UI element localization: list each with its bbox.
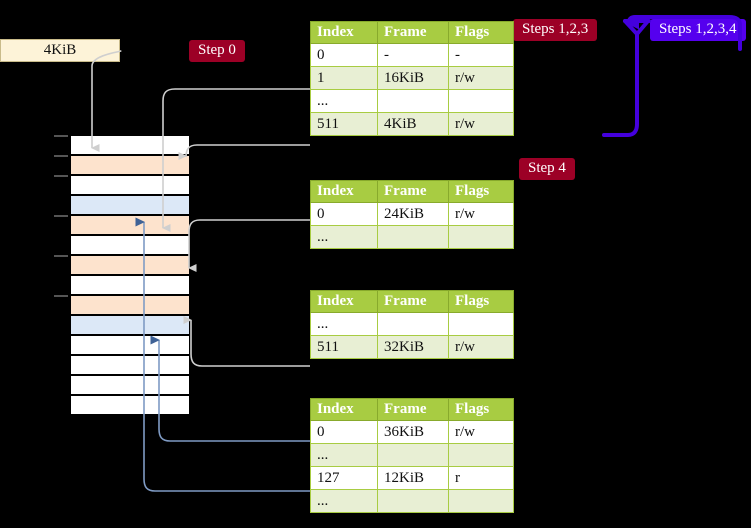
table-cell: r/w bbox=[448, 112, 514, 136]
connector-4kib-to-memory bbox=[91, 50, 122, 152]
column-header-index: Index bbox=[310, 398, 378, 421]
table-cell: 0 bbox=[310, 420, 378, 444]
table-cell: r bbox=[448, 466, 514, 490]
column-header-flags: Flags bbox=[448, 290, 514, 313]
table-cell: 36KiB bbox=[377, 420, 449, 444]
table-cell: 16KiB bbox=[377, 66, 449, 90]
memory-row bbox=[70, 195, 190, 215]
badge-steps-1-2-3: Steps 1,2,3 bbox=[513, 19, 598, 42]
table-cell bbox=[448, 312, 514, 336]
memory-row bbox=[70, 355, 190, 375]
table-cell: - bbox=[448, 43, 514, 67]
table-cell bbox=[377, 489, 449, 513]
column-header-frame: Frame bbox=[377, 180, 449, 203]
column-header-index: Index bbox=[310, 21, 378, 44]
table-cell bbox=[448, 89, 514, 113]
table-cell: r/w bbox=[448, 202, 514, 226]
table-cell: ... bbox=[310, 89, 378, 113]
table-row[interactable]: ... bbox=[310, 89, 514, 113]
connector-t1-row0-to-memory bbox=[188, 219, 310, 272]
column-header-index: Index bbox=[310, 290, 378, 313]
memory-row bbox=[70, 295, 190, 315]
badge-steps-1-2-3-4: Steps 1,2,3,4 bbox=[650, 19, 746, 42]
table-cell bbox=[377, 443, 449, 467]
memory-row bbox=[70, 175, 190, 195]
memory-row bbox=[70, 315, 190, 335]
memory-size-label: 4KiB bbox=[0, 39, 120, 62]
table-cell: 32KiB bbox=[377, 335, 449, 359]
table-cell: - bbox=[377, 43, 449, 67]
table-cell: r/w bbox=[448, 335, 514, 359]
badge-step-0: Step 0 bbox=[189, 40, 245, 63]
table-cell: r/w bbox=[448, 420, 514, 444]
memory-row bbox=[70, 275, 190, 295]
memory-row bbox=[70, 375, 190, 395]
memory-row bbox=[70, 155, 190, 175]
table-cell: ... bbox=[310, 443, 378, 467]
memory-row bbox=[70, 215, 190, 235]
column-header-index: Index bbox=[310, 180, 378, 203]
table-cell: 511 bbox=[310, 112, 378, 136]
table-cell bbox=[448, 443, 514, 467]
table-cell: 0 bbox=[310, 43, 378, 67]
memory-row bbox=[70, 255, 190, 275]
table-row[interactable]: 0-- bbox=[310, 43, 514, 67]
memory-tick-mark bbox=[54, 255, 68, 257]
memory-column bbox=[54, 135, 190, 415]
memory-row bbox=[70, 135, 190, 155]
table-cell: 24KiB bbox=[377, 202, 449, 226]
table-cell bbox=[377, 225, 449, 249]
table-cell: 511 bbox=[310, 335, 378, 359]
table-cell bbox=[377, 312, 449, 336]
column-header-frame: Frame bbox=[377, 21, 449, 44]
table-cell: r/w bbox=[448, 66, 514, 90]
table-cell bbox=[448, 489, 514, 513]
table-cell: 0 bbox=[310, 202, 378, 226]
table-row[interactable]: ... bbox=[310, 312, 514, 336]
table-cell: 4KiB bbox=[377, 112, 449, 136]
badge-step-4: Step 4 bbox=[519, 158, 575, 181]
table-row[interactable]: ... bbox=[310, 443, 514, 467]
memory-tick-mark bbox=[54, 215, 68, 217]
column-header-flags: Flags bbox=[448, 180, 514, 203]
table-cell bbox=[377, 89, 449, 113]
column-header-flags: Flags bbox=[448, 21, 514, 44]
column-header-flags: Flags bbox=[448, 398, 514, 421]
memory-tick-mark bbox=[54, 155, 68, 157]
table-row[interactable]: ... bbox=[310, 489, 514, 513]
table-cell: ... bbox=[310, 489, 378, 513]
column-header-frame: Frame bbox=[377, 290, 449, 313]
table-cell: 1 bbox=[310, 66, 378, 90]
memory-row bbox=[70, 335, 190, 355]
table-cell: 12KiB bbox=[377, 466, 449, 490]
connector-t2-row511-to-memory bbox=[183, 316, 310, 367]
memory-tick-mark bbox=[54, 295, 68, 297]
memory-tick-mark bbox=[54, 175, 68, 177]
memory-tick-mark bbox=[54, 135, 68, 137]
connector-t0-row511-to-memory bbox=[178, 144, 310, 160]
table-cell: 127 bbox=[310, 466, 378, 490]
column-header-frame: Frame bbox=[377, 398, 449, 421]
table-row[interactable]: ... bbox=[310, 225, 514, 249]
table-cell: ... bbox=[310, 225, 378, 249]
table-cell bbox=[448, 225, 514, 249]
memory-row bbox=[70, 235, 190, 255]
table-cell: ... bbox=[310, 312, 378, 336]
memory-row bbox=[70, 395, 190, 415]
